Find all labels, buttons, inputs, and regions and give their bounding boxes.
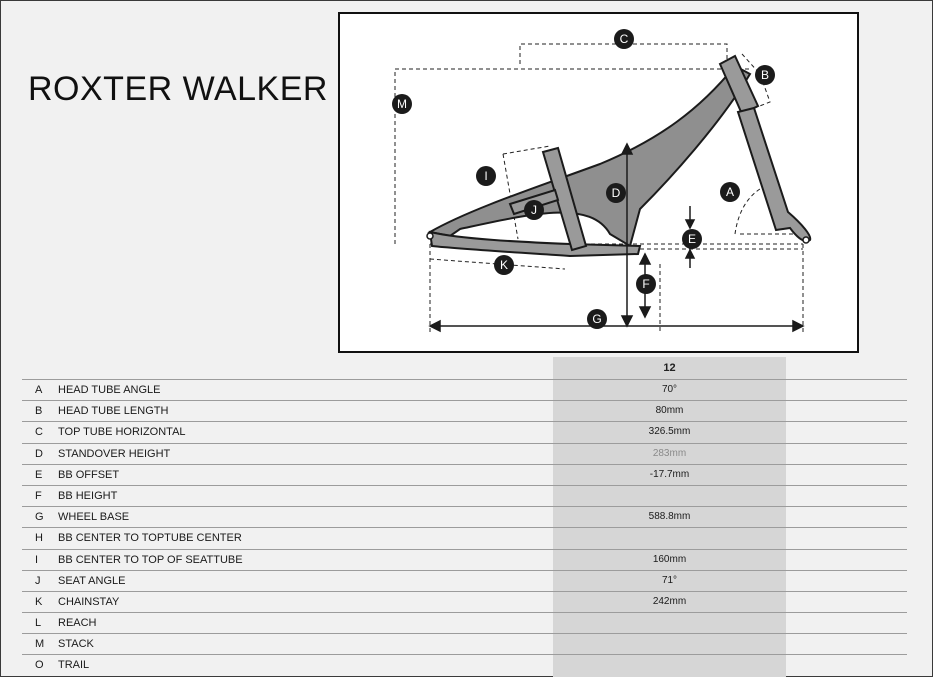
fork bbox=[736, 106, 812, 242]
svg-text:I: I bbox=[484, 169, 487, 183]
svg-text:C: C bbox=[620, 32, 629, 46]
row-letter: D bbox=[35, 447, 43, 460]
row-letter: F bbox=[35, 489, 42, 502]
row-name: BB CENTER TO TOP OF SEATTUBE bbox=[58, 553, 243, 566]
row-name: TOP TUBE HORIZONTAL bbox=[58, 426, 186, 439]
size-column-header: 12 bbox=[663, 362, 676, 374]
marker-f-icon: F bbox=[636, 274, 656, 294]
marker-g-icon: G bbox=[587, 309, 607, 329]
row-name: BB OFFSET bbox=[58, 468, 120, 481]
svg-text:E: E bbox=[688, 232, 696, 246]
row-value: -17.7mm bbox=[649, 468, 690, 480]
svg-text:K: K bbox=[500, 258, 508, 272]
dimension-arrows bbox=[428, 142, 805, 333]
frame-geometry-diagram: C B M I D A J E K F G bbox=[338, 12, 859, 353]
marker-d-icon: D bbox=[606, 183, 626, 203]
row-name: HEAD TUBE ANGLE bbox=[58, 384, 161, 396]
table-row: E BB OFFSET -17.7mm bbox=[22, 463, 907, 485]
row-value: 242mm bbox=[652, 595, 687, 607]
row-name: HEAD TUBE LENGTH bbox=[58, 405, 169, 418]
svg-text:F: F bbox=[642, 277, 649, 291]
row-name: TRAIL bbox=[58, 659, 90, 672]
marker-j-icon: J bbox=[524, 200, 544, 220]
row-name: SEAT ANGLE bbox=[58, 574, 126, 587]
row-letter: A bbox=[35, 384, 43, 396]
marker-k-icon: K bbox=[494, 255, 514, 275]
marker-m-icon: M bbox=[392, 94, 412, 114]
table-row: O TRAIL bbox=[22, 654, 907, 675]
row-letter: J bbox=[35, 574, 41, 587]
marker-e-icon: E bbox=[682, 229, 702, 249]
row-letter: H bbox=[35, 532, 43, 545]
row-name: BB HEIGHT bbox=[58, 489, 118, 502]
table-row: A HEAD TUBE ANGLE 70° bbox=[22, 379, 907, 400]
row-letter: B bbox=[35, 405, 43, 418]
svg-text:M: M bbox=[397, 97, 407, 111]
marker-c-icon: C bbox=[614, 29, 634, 49]
row-letter: L bbox=[35, 617, 42, 630]
row-value: 80mm bbox=[655, 405, 684, 417]
geometry-table: A HEAD TUBE ANGLE 70° B HEAD TUBE LENGTH 80m… bbox=[22, 379, 907, 676]
row-letter: I bbox=[35, 553, 39, 566]
table-row: J SEAT ANGLE 71° bbox=[22, 569, 907, 591]
table-row: H BB CENTER TO TOPTUBE CENTER bbox=[22, 527, 907, 548]
table-row: M STACK bbox=[22, 633, 907, 654]
svg-text:B: B bbox=[761, 68, 769, 82]
marker-b-icon: B bbox=[755, 65, 775, 85]
row-value: 326.5mm bbox=[648, 426, 691, 438]
table-row: F BB HEIGHT bbox=[22, 484, 907, 506]
row-name: REACH bbox=[58, 617, 97, 630]
row-name: STANDOVER HEIGHT bbox=[58, 447, 171, 460]
table-row: D STANDOVER HEIGHT 283mm bbox=[22, 442, 907, 464]
size-column-background bbox=[553, 357, 786, 677]
row-letter: G bbox=[35, 511, 44, 524]
table-row: B HEAD TUBE LENGTH 80mm bbox=[22, 400, 907, 421]
row-value: 283mm bbox=[652, 447, 687, 459]
table-row: L REACH bbox=[22, 612, 907, 633]
row-letter: M bbox=[35, 638, 45, 651]
frame-diagram-svg: C B M I D A J E K F G bbox=[392, 29, 812, 333]
row-value: 71° bbox=[661, 574, 678, 586]
svg-text:G: G bbox=[592, 312, 601, 326]
marker-a-icon: A bbox=[720, 182, 740, 202]
row-value: 160mm bbox=[652, 553, 687, 565]
chainstay bbox=[428, 230, 642, 258]
row-letter: O bbox=[35, 659, 44, 672]
head-tube bbox=[718, 54, 760, 116]
row-letter: K bbox=[35, 595, 43, 608]
svg-text:J: J bbox=[531, 203, 537, 217]
table-row: I BB CENTER TO TOP OF SEATTUBE 160mm bbox=[22, 548, 907, 570]
row-letter: E bbox=[35, 468, 43, 481]
frame-body bbox=[427, 64, 752, 248]
page-title: ROXTER WALKER bbox=[28, 70, 328, 108]
row-name: CHAINSTAY bbox=[58, 595, 120, 608]
row-value: 70° bbox=[661, 384, 678, 395]
row-name: BB CENTER TO TOPTUBE CENTER bbox=[58, 532, 242, 545]
table-row: C TOP TUBE HORIZONTAL 326.5mm bbox=[22, 421, 907, 442]
row-letter: C bbox=[35, 426, 43, 439]
svg-text:A: A bbox=[726, 185, 734, 199]
row-name: WHEEL BASE bbox=[58, 511, 130, 524]
bike-frame bbox=[426, 54, 812, 258]
table-row: G WHEEL BASE 588.8mm bbox=[22, 506, 907, 527]
row-value: 588.8mm bbox=[648, 511, 691, 523]
table-row: K CHAINSTAY 242mm bbox=[22, 590, 907, 612]
marker-i-icon: I bbox=[476, 166, 496, 186]
svg-text:D: D bbox=[612, 186, 621, 200]
seat-tube bbox=[541, 146, 588, 252]
row-name: STACK bbox=[58, 638, 94, 651]
